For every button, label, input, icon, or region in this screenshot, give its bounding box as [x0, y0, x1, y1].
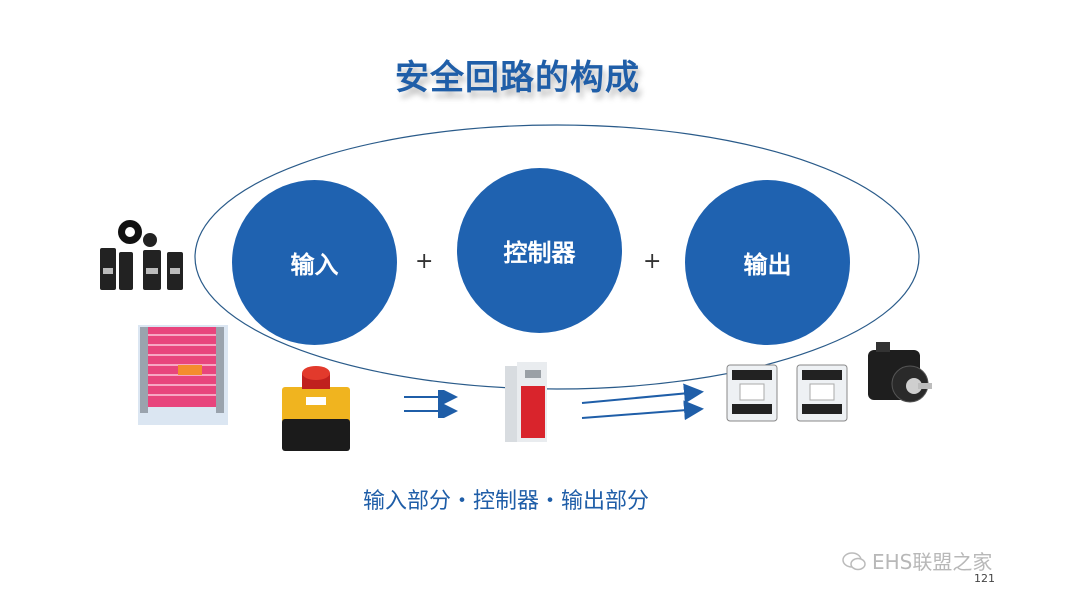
limit-switch-icon [100, 220, 183, 290]
grouping-ellipse [194, 124, 920, 390]
servo-motor-icon [868, 342, 932, 403]
controller-node: 控制器 [457, 168, 622, 333]
caption: 输入部分・控制器・输出部分 [363, 489, 650, 514]
watermark: EHS联盟之家 [842, 546, 992, 575]
contactor-icon [726, 364, 778, 422]
double-arrow-out-icon [581, 383, 704, 421]
double-arrow-in-icon [404, 390, 458, 418]
output-node: 输出 [685, 180, 850, 345]
wechat-icon [842, 551, 866, 570]
emergency-stop-icon [282, 366, 350, 451]
light-curtain-icon [138, 325, 228, 425]
input-node-label: 输入 [290, 251, 339, 279]
contactor-icon-2 [796, 364, 848, 422]
page-number: 121 [974, 572, 995, 585]
input-node: 输入 [232, 180, 397, 345]
controller-node-label: 控制器 [503, 239, 576, 267]
slide-title: 安全回路的构成 [395, 58, 640, 98]
plus-sign-1: + [415, 249, 434, 274]
safety-relay-icon [505, 362, 547, 442]
watermark-text: EHS联盟之家 [872, 550, 993, 574]
output-node-label: 输出 [743, 251, 792, 279]
plus-sign-2: + [643, 249, 662, 274]
